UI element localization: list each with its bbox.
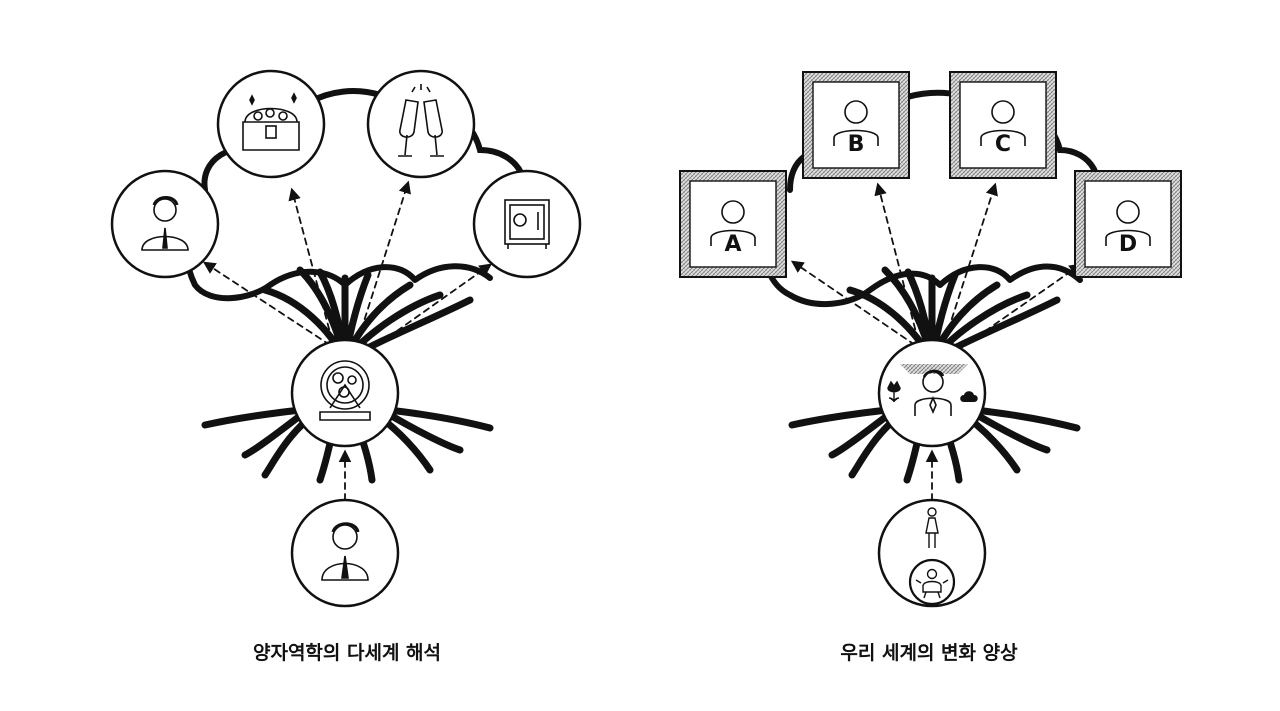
right-source-node — [877, 498, 987, 608]
person-with-environment-icon — [887, 364, 978, 416]
safe-icon — [504, 199, 550, 249]
card-label-a: A — [724, 232, 741, 257]
treasure-chest-icon — [242, 92, 300, 151]
right-branch-card-d: D — [1074, 170, 1182, 278]
cloud-icon — [960, 391, 978, 402]
card-label-d: D — [1119, 232, 1137, 257]
card-label-c: C — [995, 132, 1011, 157]
caption-world-change: 우리 세계의 변화 양상 — [840, 642, 1018, 664]
left-root-node — [290, 338, 400, 448]
tulip-icon — [887, 380, 901, 403]
right-roots — [788, 401, 1081, 484]
champagne-toast-icon — [398, 84, 444, 157]
right-branch-card-a: A — [679, 170, 787, 278]
right-trunk-branches — [846, 266, 1061, 364]
left-branch-node-2 — [216, 69, 326, 179]
card-label-b: B — [848, 132, 865, 157]
left-branch-node-4 — [472, 169, 582, 279]
caption-many-worlds: 양자역학의 다세계 해석 — [252, 642, 442, 664]
right-branch-arrows — [790, 182, 1083, 501]
person-icon — [980, 100, 1026, 146]
left-source-node — [290, 498, 400, 608]
left-branch-arrows — [202, 180, 493, 501]
left-branch-node-3 — [366, 69, 476, 179]
right-branch-card-c: C — [949, 71, 1057, 179]
person-icon — [1105, 200, 1151, 246]
businessman-icon — [321, 522, 369, 581]
person-icon — [833, 100, 879, 146]
right-root-node — [877, 338, 987, 448]
right-branch-card-b: B — [802, 71, 910, 179]
lottery-drum-icon — [319, 360, 371, 421]
mother-and-baby-icon — [908, 507, 956, 606]
left-branch-node-1 — [110, 169, 220, 279]
left-roots — [201, 401, 494, 484]
person-icon — [710, 200, 756, 246]
businessman-icon — [141, 196, 189, 251]
left-trunk-branches — [261, 266, 474, 364]
